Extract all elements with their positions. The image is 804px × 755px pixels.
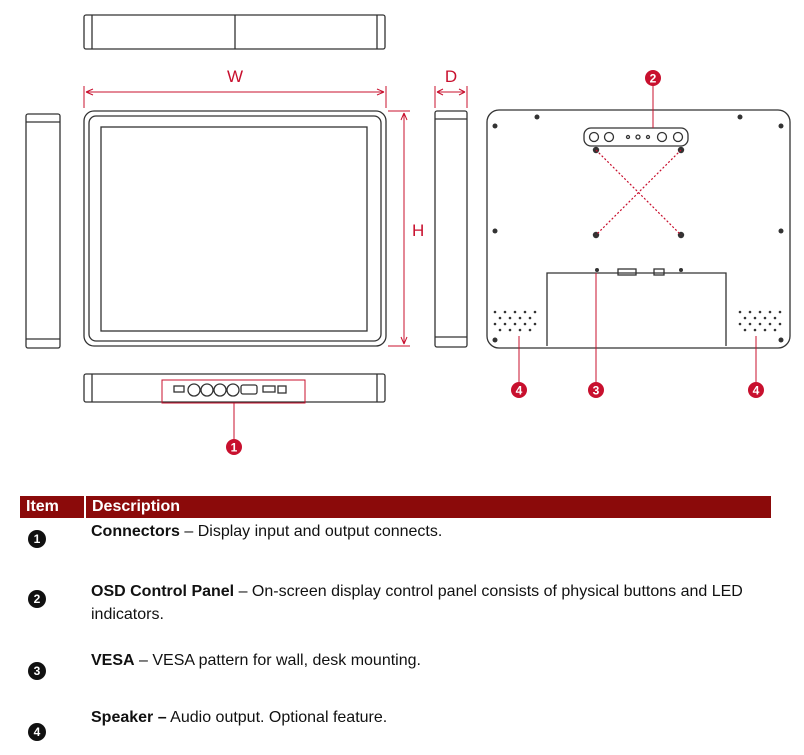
callout-4-right: 4 (748, 382, 764, 398)
left-side-view (25, 113, 61, 349)
callout-4-left-number: 4 (516, 384, 523, 398)
top-view (83, 14, 386, 50)
description-cell: OSD Control Panel – On-screen display co… (85, 571, 771, 647)
item-description-table: Item Description 1 Connectors – Display … (20, 496, 771, 755)
callout-3-number: 3 (593, 384, 600, 398)
item-text: Audio output. Optional feature. (170, 709, 388, 726)
item-term: Connectors (91, 523, 180, 540)
speaker-grilles (493, 310, 782, 332)
item-separator: – (234, 583, 252, 600)
item-number-badge: 1 (28, 530, 46, 548)
callout-2-number: 2 (650, 72, 657, 86)
dimension-lines (83, 85, 757, 440)
item-number-badge: 3 (28, 662, 46, 680)
item-text: On-screen display control panel consists… (91, 583, 743, 623)
table-row: 1 Connectors – Display input and output … (20, 518, 771, 571)
rear-screw-holes (492, 114, 784, 343)
table-row: 2 OSD Control Panel – On-screen display … (20, 571, 771, 647)
callout-1-number: 1 (231, 441, 238, 455)
right-side-view (434, 110, 468, 348)
header-description: Description (85, 496, 771, 518)
width-label: W (227, 67, 243, 86)
rear-view (486, 109, 791, 349)
callout-4-left: 4 (511, 382, 527, 398)
callout-3: 3 (588, 382, 604, 398)
item-term: Speaker – (91, 709, 167, 726)
item-number-badge: 2 (28, 590, 46, 608)
table-row: 4 Speaker – Audio output. Optional featu… (20, 704, 771, 755)
callout-4-right-number: 4 (753, 384, 760, 398)
callout-1: 1 (226, 439, 242, 455)
bottom-view (83, 373, 386, 403)
callout-2: 2 (645, 70, 661, 86)
front-view (83, 110, 387, 347)
item-term: OSD Control Panel (91, 583, 235, 600)
description-cell: Speaker – Audio output. Optional feature… (85, 704, 771, 755)
description-cell: VESA – VESA pattern for wall, desk mount… (85, 647, 771, 704)
height-label: H (412, 221, 424, 240)
description-cell: Connectors – Display input and output co… (85, 518, 771, 571)
table-header-row: Item Description (20, 496, 771, 518)
item-term: VESA (91, 652, 135, 669)
item-separator: – (134, 652, 153, 669)
item-text: Display input and output connects. (197, 523, 443, 540)
monitor-diagram: W D H 1 2 3 4 4 (25, 14, 791, 455)
item-text: VESA pattern for wall, desk mounting. (152, 652, 421, 669)
item-number-badge: 4 (28, 723, 46, 741)
table-row: 3 VESA – VESA pattern for wall, desk mou… (20, 647, 771, 704)
header-item: Item (20, 496, 86, 518)
item-separator: – (179, 523, 198, 540)
depth-label: D (445, 67, 457, 86)
vesa-pattern-lines (595, 149, 682, 236)
